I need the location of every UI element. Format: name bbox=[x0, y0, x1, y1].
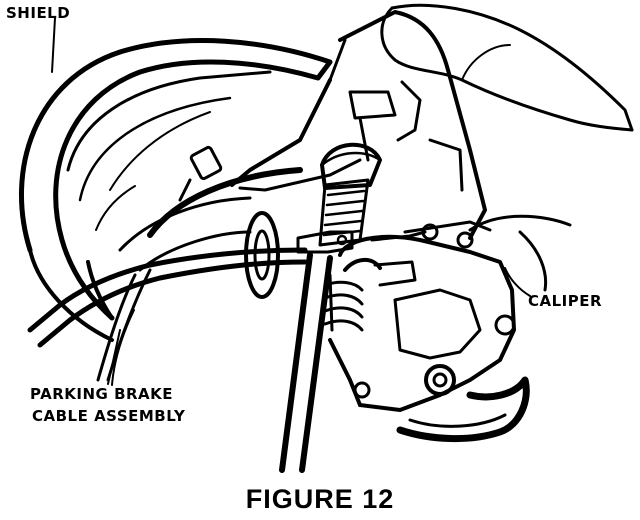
parking-brake-cable-label: PARKING BRAKE CABLE ASSEMBLY bbox=[30, 383, 185, 427]
figure-caption: FIGURE 12 bbox=[245, 484, 395, 514]
caliper-label: CALIPER bbox=[528, 292, 603, 310]
hand-drawing bbox=[380, 3, 634, 292]
parking-brake-cable-drawing bbox=[27, 142, 382, 473]
parking-brake-label-line2: CABLE ASSEMBLY bbox=[32, 407, 186, 425]
leader-lines bbox=[51, 17, 531, 385]
shield-label: SHIELD bbox=[6, 4, 71, 22]
caliper-leader-line bbox=[504, 267, 531, 297]
shield-drawing bbox=[18, 38, 333, 342]
shield-leader-line bbox=[51, 17, 56, 73]
parking-brake-label-line1: PARKING BRAKE bbox=[30, 385, 174, 403]
caliper-drawing bbox=[230, 10, 530, 443]
cable-leader-line bbox=[107, 329, 121, 385]
